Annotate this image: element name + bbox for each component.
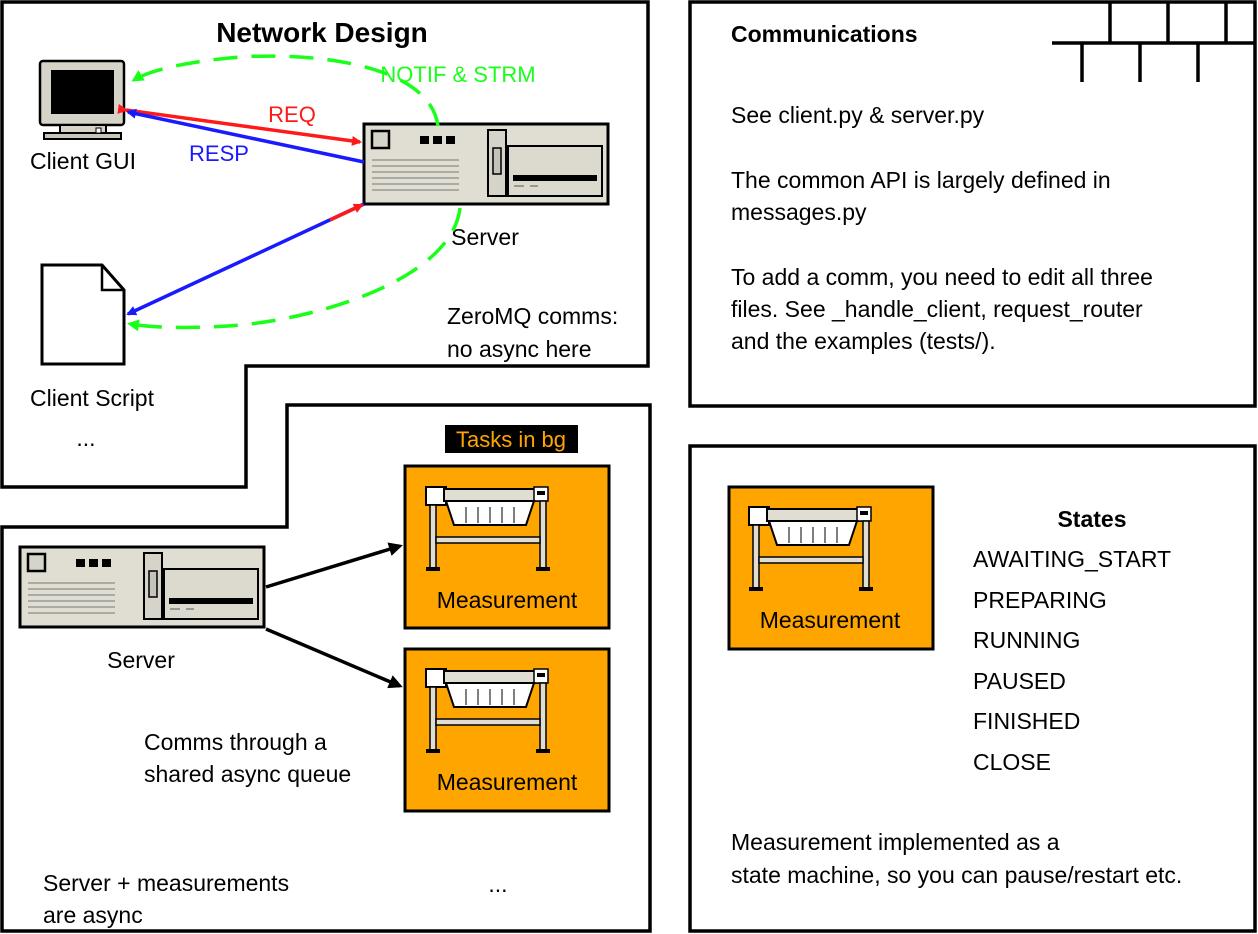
notification-script-arc: [127, 207, 462, 332]
req-label: REQ: [268, 102, 316, 127]
comm-line-6: and the examples (tests/).: [731, 328, 996, 354]
notification-stream-arc: [131, 54, 440, 127]
async-note-line1: Server + measurements: [43, 870, 289, 896]
req-arrow: [117, 103, 362, 146]
task-arrow-2: [265, 627, 403, 689]
state-item: RUNNING: [973, 627, 1080, 653]
state-item: PAUSED: [973, 668, 1066, 694]
communications-title: Communications: [731, 21, 918, 47]
async-server-label: Server: [107, 647, 175, 673]
state-machine-note-line1: Measurement implemented as a: [731, 829, 1060, 855]
server-label: Server: [451, 224, 519, 250]
measurement-label-1: Measurement: [437, 587, 578, 613]
task-arrow-1: [265, 542, 403, 589]
network-panel-border: [0, 0, 650, 489]
state-item: AWAITING_START: [973, 546, 1171, 572]
state-item: PREPARING: [973, 587, 1107, 613]
zmq-note-line1: ZeroMQ comms:: [447, 303, 618, 329]
comm-line-5: files. See _handle_client, request_route…: [731, 296, 1143, 322]
async-panel-border: [0, 403, 652, 933]
state-item: CLOSE: [973, 749, 1051, 775]
state-item: FINISHED: [973, 708, 1080, 734]
async-ellipsis: ...: [488, 871, 507, 897]
notif-label: NOTIF & STRM: [380, 62, 535, 87]
server-icon: [362, 122, 610, 206]
network-ellipsis: ...: [76, 425, 95, 451]
client-gui-label: Client GUI: [30, 148, 136, 174]
states-measurement-label: Measurement: [760, 607, 901, 633]
network-title: Network Design: [216, 17, 428, 48]
comm-line-1: See client.py & server.py: [731, 102, 985, 128]
comm-line-4: To add a comm, you need to edit all thre…: [731, 264, 1153, 290]
states-panel-border: [688, 444, 1257, 933]
communications-panel-border: [688, 0, 1257, 408]
zmq-note-line2: no async here: [447, 336, 591, 362]
comm-line-2: The common API is largely defined in: [731, 167, 1111, 193]
client-script-label: Client Script: [30, 385, 155, 411]
monitor-icon: [38, 59, 126, 140]
resp-arrow: [126, 108, 365, 164]
async-server-icon: [18, 545, 266, 629]
async-note-line2: are async: [43, 902, 143, 928]
network-bus-icon: [1052, 2, 1255, 82]
resp-label: RESP: [189, 141, 249, 166]
tasks-label-bg: [445, 425, 578, 453]
comms-note-line2: shared async queue: [144, 761, 351, 787]
measurement-label-2: Measurement: [437, 769, 578, 795]
state-machine-note-line2: state machine, so you can pause/restart …: [731, 862, 1182, 888]
document-icon: [40, 263, 126, 366]
states-title: States: [1057, 506, 1126, 532]
script-req-arrow: [329, 203, 364, 222]
tasks-label: Tasks in bg: [456, 427, 566, 452]
comm-line-3: messages.py: [731, 199, 867, 225]
script-resp-arrow: [126, 202, 365, 316]
comms-note-line1: Comms through a: [144, 729, 327, 755]
